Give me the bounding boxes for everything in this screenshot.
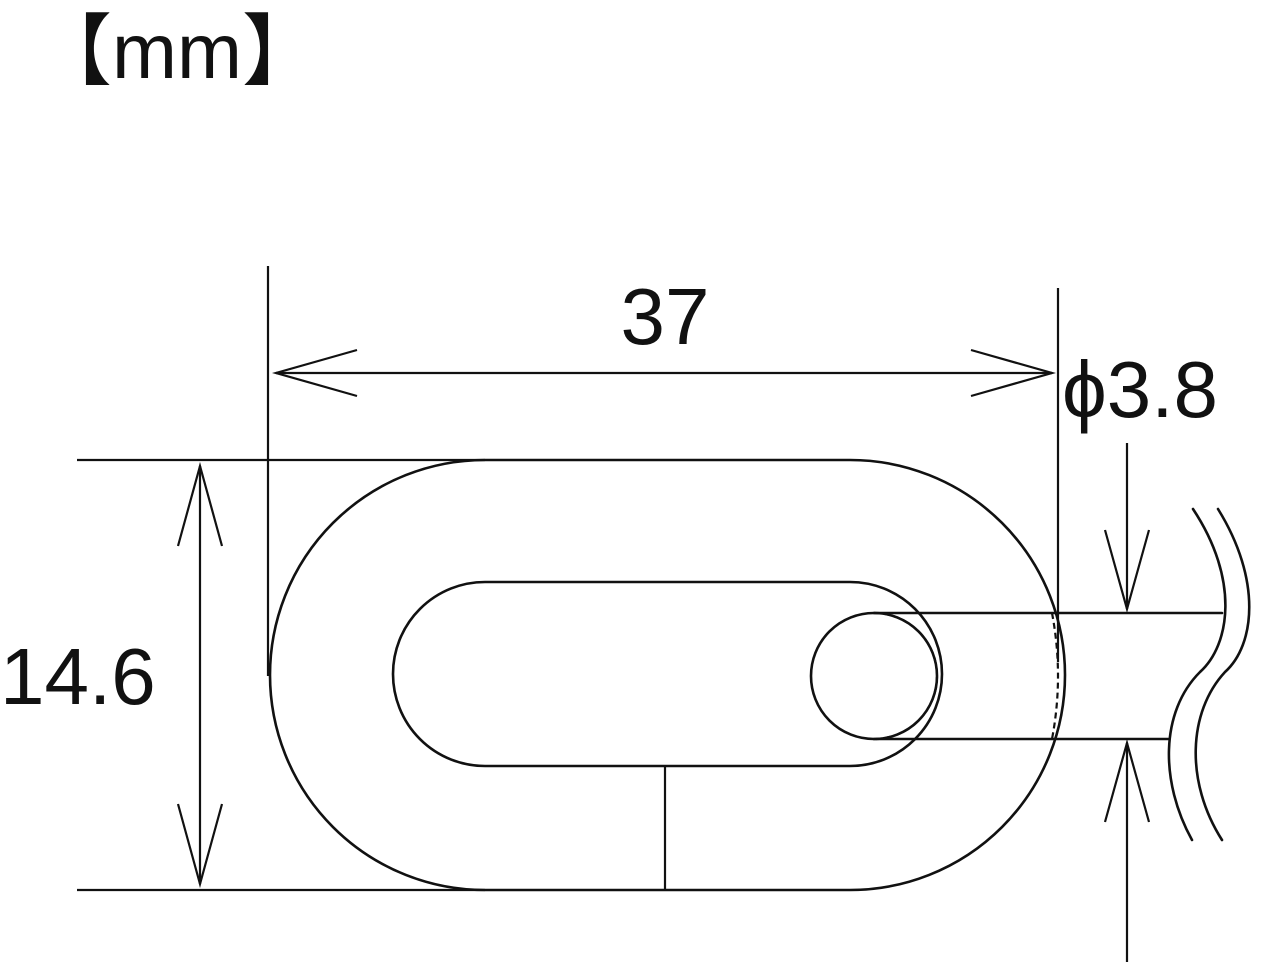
diameter-dimension-label: ϕ3.8 — [1062, 345, 1218, 434]
break-mark-icon — [1167, 507, 1251, 842]
height-dimension-line — [176, 461, 224, 889]
unit-label: 【mm】 — [34, 7, 320, 95]
length-dimension-line — [271, 348, 1057, 398]
connecting-link-wire — [809, 611, 1224, 741]
link-outer-outline — [268, 458, 1067, 892]
diameter-dimension-line — [1103, 443, 1151, 962]
length-dimension-label: 37 — [621, 272, 710, 361]
link-inner-opening — [391, 580, 944, 768]
height-dimension-label: 14.6 — [0, 632, 156, 721]
